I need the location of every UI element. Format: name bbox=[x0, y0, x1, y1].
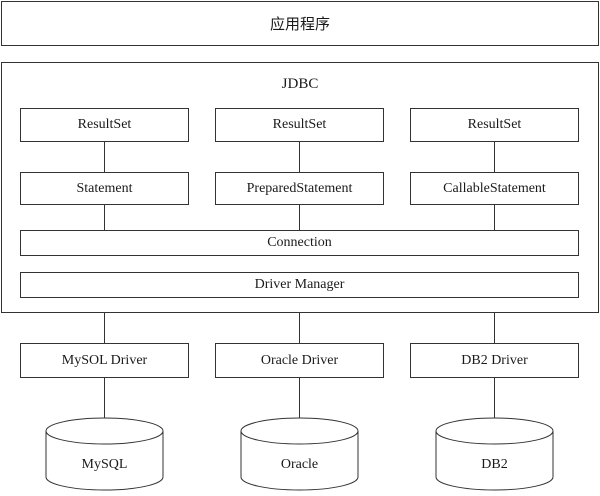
driver-manager-box: Driver Manager bbox=[20, 272, 579, 298]
oracle-driver-label: Oracle Driver bbox=[260, 352, 339, 368]
prepared-statement-box: PreparedStatement bbox=[215, 172, 384, 205]
driver-manager-label: Driver Manager bbox=[254, 277, 345, 292]
connector-resultset-statement-1 bbox=[104, 142, 105, 172]
mysql-database-label: MySQL bbox=[81, 457, 128, 472]
connector-statement-connection-2 bbox=[299, 205, 300, 230]
mysql-driver-box: MySOL Driver bbox=[20, 343, 189, 378]
resultset-label: ResultSet bbox=[77, 117, 132, 132]
prepared-statement-label: PreparedStatement bbox=[246, 180, 353, 196]
statement-label: Statement bbox=[76, 180, 133, 196]
oracle-database-label: Oracle bbox=[280, 457, 319, 472]
statement-box: Statement bbox=[20, 172, 189, 205]
connection-box: Connection bbox=[20, 230, 579, 256]
connector-driver-db-2 bbox=[299, 378, 300, 418]
connector-driver-db-3 bbox=[494, 378, 495, 418]
connector-jdbc-driver-3 bbox=[494, 313, 495, 343]
mysql-driver-label: MySOL Driver bbox=[61, 352, 148, 368]
db2-database-icon bbox=[435, 417, 554, 491]
callable-statement-label: CallableStatement bbox=[443, 180, 546, 196]
db2-database-label: DB2 bbox=[481, 457, 508, 472]
connector-resultset-statement-3 bbox=[494, 142, 495, 172]
connector-driver-db-1 bbox=[104, 378, 105, 418]
mysql-database-icon bbox=[45, 417, 164, 491]
oracle-database-icon bbox=[240, 417, 359, 491]
db2-driver-label: DB2 Driver bbox=[461, 352, 528, 368]
application-label: 应用程序 bbox=[269, 17, 330, 33]
resultset-label: ResultSet bbox=[272, 117, 327, 132]
connector-statement-connection-3 bbox=[494, 205, 495, 230]
resultset-box-1: ResultSet bbox=[20, 108, 189, 142]
connector-resultset-statement-2 bbox=[299, 142, 300, 172]
resultset-box-3: ResultSet bbox=[410, 108, 579, 142]
resultset-box-2: ResultSet bbox=[215, 108, 384, 142]
resultset-label: ResultSet bbox=[467, 117, 522, 132]
application-box: 应用程序 bbox=[1, 1, 599, 46]
oracle-driver-box: Oracle Driver bbox=[215, 343, 384, 378]
callable-statement-box: CallableStatement bbox=[410, 172, 579, 205]
connector-jdbc-driver-2 bbox=[299, 313, 300, 343]
connection-label: Connection bbox=[267, 235, 332, 250]
connector-jdbc-driver-1 bbox=[104, 313, 105, 343]
db2-driver-box: DB2 Driver bbox=[410, 343, 579, 378]
jdbc-title: JDBC bbox=[281, 76, 319, 92]
connector-statement-connection-1 bbox=[104, 205, 105, 230]
